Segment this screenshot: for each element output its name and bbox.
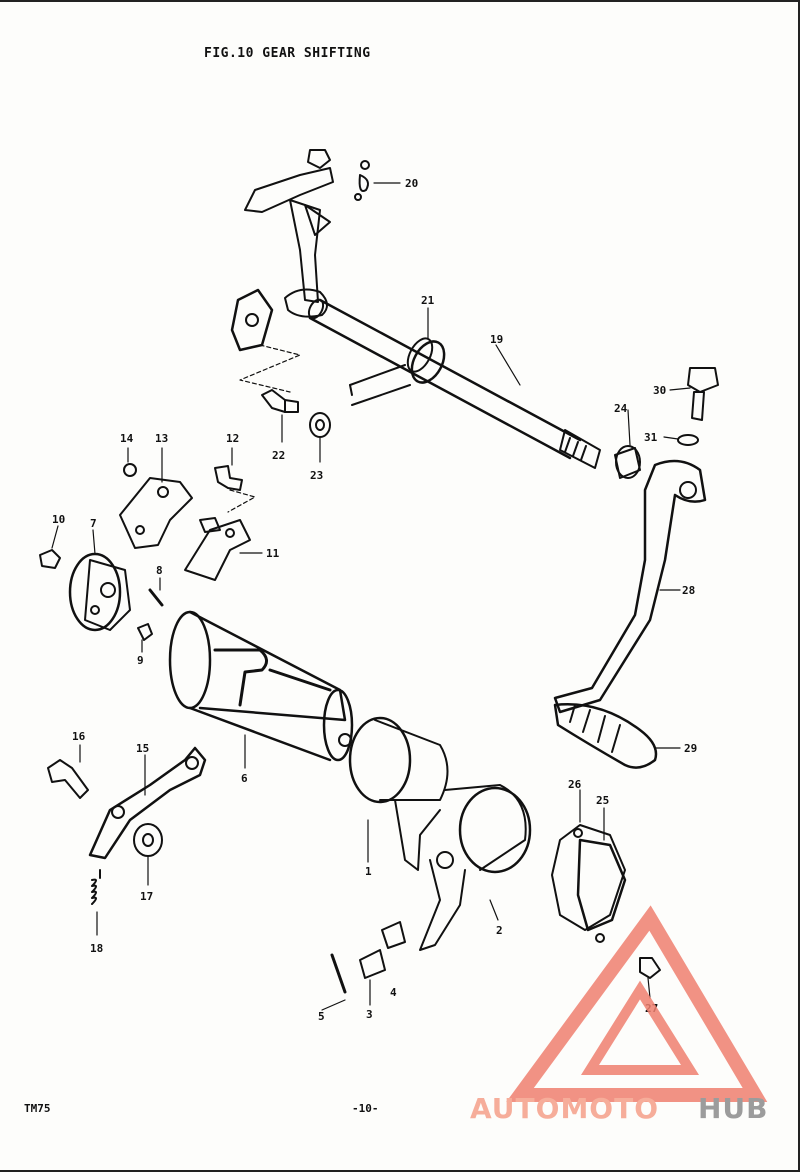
cam-stopper-part [184, 517, 251, 581]
screw-part [123, 463, 137, 477]
label-9: 9 [137, 654, 144, 667]
label-12: 12 [226, 432, 239, 445]
page-border-bottom [0, 1170, 800, 1172]
label-4: 4 [390, 986, 397, 999]
screw-part [39, 549, 61, 569]
circlip-part [354, 160, 370, 201]
label-22: 22 [272, 449, 285, 462]
gear-shift-cam-part [68, 552, 131, 632]
label-29: 29 [684, 742, 697, 755]
shift-fork-part [419, 784, 532, 951]
page-border-right [798, 0, 800, 1172]
label-31: 31 [644, 431, 658, 444]
label-7: 7 [90, 517, 97, 530]
fork-roller-part [359, 921, 406, 979]
watermark-text-hub: HUB [698, 1092, 769, 1125]
watermark-text-automoto: AUTOMOTO [470, 1092, 659, 1125]
label-18: 18 [90, 942, 103, 955]
callout-labels: 20 21 19 30 24 31 22 23 14 13 12 11 10 7… [52, 177, 697, 1023]
pawl-lever-part [88, 746, 207, 860]
label-28: 28 [682, 584, 695, 597]
label-10: 10 [52, 513, 65, 526]
label-11: 11 [266, 547, 280, 560]
bolt-part [261, 389, 299, 413]
label-21: 21 [421, 294, 435, 307]
label-1: 1 [365, 865, 372, 878]
label-13: 13 [155, 432, 168, 445]
pinch-bolt-part [687, 367, 719, 421]
label-5: 5 [318, 1010, 325, 1023]
washer-part [677, 434, 699, 446]
label-17: 17 [140, 890, 153, 903]
cam-pin-part [148, 588, 164, 607]
label-8: 8 [156, 564, 163, 577]
figure-title: FIG.10 GEAR SHIFTING [204, 46, 371, 61]
label-25: 25 [596, 794, 609, 807]
page-number: -10- [352, 1102, 379, 1115]
spring-part [91, 869, 101, 905]
shift-arm-part [230, 149, 334, 352]
label-15: 15 [136, 742, 149, 755]
label-2: 2 [496, 924, 503, 937]
shift-fork-part [349, 337, 446, 406]
model-code: TM75 [24, 1102, 51, 1115]
bolt-part [639, 957, 661, 979]
screw-part [137, 623, 153, 641]
label-14: 14 [120, 432, 134, 445]
lever-rubber-part [553, 703, 658, 769]
label-24: 24 [614, 402, 628, 415]
bolt-part [47, 759, 89, 799]
bolt-part [214, 465, 243, 491]
washer-part [133, 823, 163, 857]
shift-cam-drum [168, 610, 354, 762]
cover-gasket-part [551, 824, 627, 943]
stopper-plate-part [119, 477, 193, 549]
label-19: 19 [490, 333, 503, 346]
label-30: 30 [653, 384, 666, 397]
label-6: 6 [241, 772, 248, 785]
shift-fork-part [348, 716, 449, 871]
label-26: 26 [568, 778, 582, 791]
gear-shift-lever [553, 459, 707, 714]
label-20: 20 [405, 177, 418, 190]
bushing-part [614, 445, 641, 479]
label-3: 3 [366, 1008, 373, 1021]
label-23: 23 [310, 469, 323, 482]
washer-part [309, 412, 331, 438]
fork-pin-part [330, 953, 347, 994]
page-border-top [0, 0, 800, 2]
label-16: 16 [72, 730, 86, 743]
watermark-logo: AUTOMOTO HUB [470, 905, 769, 1125]
gear-shift-shaft [307, 298, 601, 469]
